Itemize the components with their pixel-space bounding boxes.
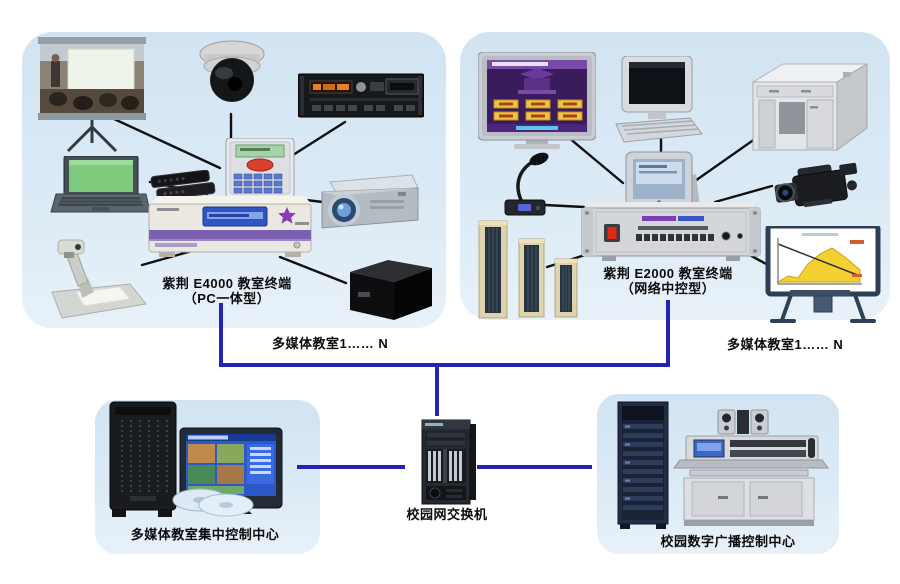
monitoring-station — [100, 400, 305, 520]
desktop-computer — [610, 56, 704, 144]
laptop — [48, 156, 150, 218]
left-terminal-type: （PC一体型） — [183, 291, 271, 306]
right-terminal-type: （网络中控型） — [620, 281, 716, 296]
left-room-range-label: 多媒体教室1…… N — [272, 336, 389, 351]
remote-controls — [150, 170, 216, 200]
network-switch — [420, 416, 478, 508]
control-keypad — [217, 138, 303, 204]
backbone-line-right-vertical — [666, 300, 670, 365]
camcorder — [772, 156, 866, 220]
plasma-tv — [478, 52, 596, 152]
speaker-box — [344, 254, 434, 322]
right-terminal-name: 紫荆 E2000 教室终端 — [603, 266, 733, 281]
left-terminal-label: 紫荆 E4000 教室终端 （PC一体型） — [162, 276, 291, 306]
e2000-terminal — [580, 200, 762, 266]
document-camera — [44, 234, 150, 322]
backbone-line-bottomleft — [297, 465, 405, 469]
column-speakers — [477, 219, 589, 321]
projector — [314, 170, 420, 236]
right-room-range-label: 多媒体教室1…… N — [727, 337, 844, 352]
network-switch-label: 校园网交换机 — [406, 507, 488, 522]
cassette-deck — [298, 70, 424, 120]
broadcast-station — [598, 398, 836, 532]
classroom-control-center-label: 多媒体教室集中控制中心 — [130, 527, 280, 542]
broadcast-control-center-label: 校园数字广播控制中心 — [660, 534, 796, 549]
backbone-line-left-vertical — [219, 303, 223, 365]
touch-panel — [622, 150, 704, 216]
backbone-line-main-horizontal — [219, 363, 670, 367]
dome-camera — [197, 38, 267, 116]
backbone-line-center-vertical — [435, 367, 439, 416]
e4000-terminal — [147, 194, 315, 262]
gooseneck-microphone — [492, 150, 558, 220]
interactive-whiteboard — [762, 226, 884, 326]
projection-screen — [38, 37, 150, 153]
podium — [735, 50, 873, 154]
left-terminal-name: 紫荆 E4000 教室终端 — [162, 276, 292, 291]
backbone-line-bottomright — [477, 465, 592, 469]
right-terminal-label: 紫荆 E2000 教室终端 （网络中控型） — [603, 266, 732, 296]
